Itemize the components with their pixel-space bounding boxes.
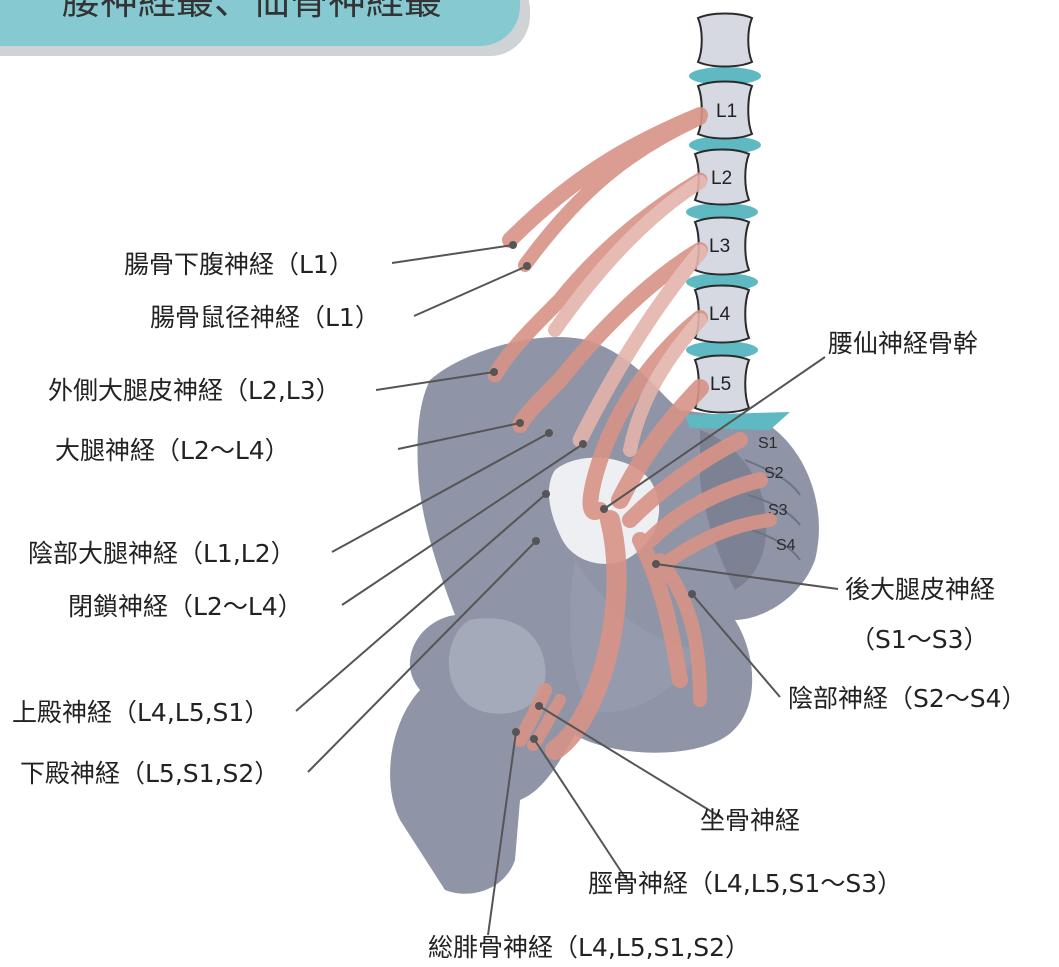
label-common-peroneal: 総腓骨神経（L4,L5,S1,S2） [428, 933, 750, 962]
label-ilioinguinal: 腸骨鼠径神経（L1） [150, 303, 380, 332]
label-lumbosacral-trunk: 腰仙神経骨幹 [828, 329, 978, 358]
label-pudendal: 陰部神経（S2〜S4） [788, 684, 1027, 713]
vertebra-label-l1: L1 [716, 101, 737, 122]
label-tibial: 脛骨神経（L4,L5,S1〜S3） [588, 869, 902, 898]
leader-lines [295, 241, 839, 936]
title-banner: 腰神経叢、仙骨神経叢 [0, 0, 530, 56]
label-lateral-femoral-cutaneous: 外側大腿皮神経（L2,L3） [48, 376, 341, 405]
sacral-label-s4: S4 [776, 537, 796, 554]
label-sciatic: 坐骨神経 [700, 806, 800, 835]
sacral-label-s2: S2 [764, 465, 784, 482]
label-posterior-femoral-cutaneous-roots: （S1〜S3） [850, 625, 989, 654]
label-genitofemoral: 陰部大腿神経（L1,L2） [28, 539, 296, 568]
vertebra-top [696, 12, 754, 68]
spine: L1 L2 L3 L4 L5 S1 S2 S3 S4 [685, 12, 796, 554]
vertebra-label-l4: L4 [709, 304, 731, 325]
label-femoral: 大腿神経（L2〜L4） [55, 436, 290, 465]
vertebra-label-l5: L5 [710, 374, 731, 395]
vertebra-label-l2: L2 [711, 168, 732, 189]
label-inferior-gluteal: 下殿神経（L5,S1,S2） [20, 759, 279, 788]
title-text: 腰神経叢、仙骨神経叢 [62, 0, 442, 23]
nerve-bundles [487, 107, 777, 760]
label-superior-gluteal: 上殿神経（L4,L5,S1） [12, 698, 269, 727]
nerve-labels: 腸骨下腹神経（L1） 腸骨鼠径神経（L1） 外側大腿皮神経（L2,L3） 大腿神… [12, 250, 1027, 962]
sacral-label-s1: S1 [758, 435, 778, 452]
label-obturator: 閉鎖神経（L2〜L4） [68, 592, 303, 621]
label-iliohypogastric: 腸骨下腹神経（L1） [124, 250, 354, 279]
vertebra-label-l3: L3 [709, 236, 730, 257]
label-posterior-femoral-cutaneous: 後大腿皮神経 [845, 575, 995, 604]
